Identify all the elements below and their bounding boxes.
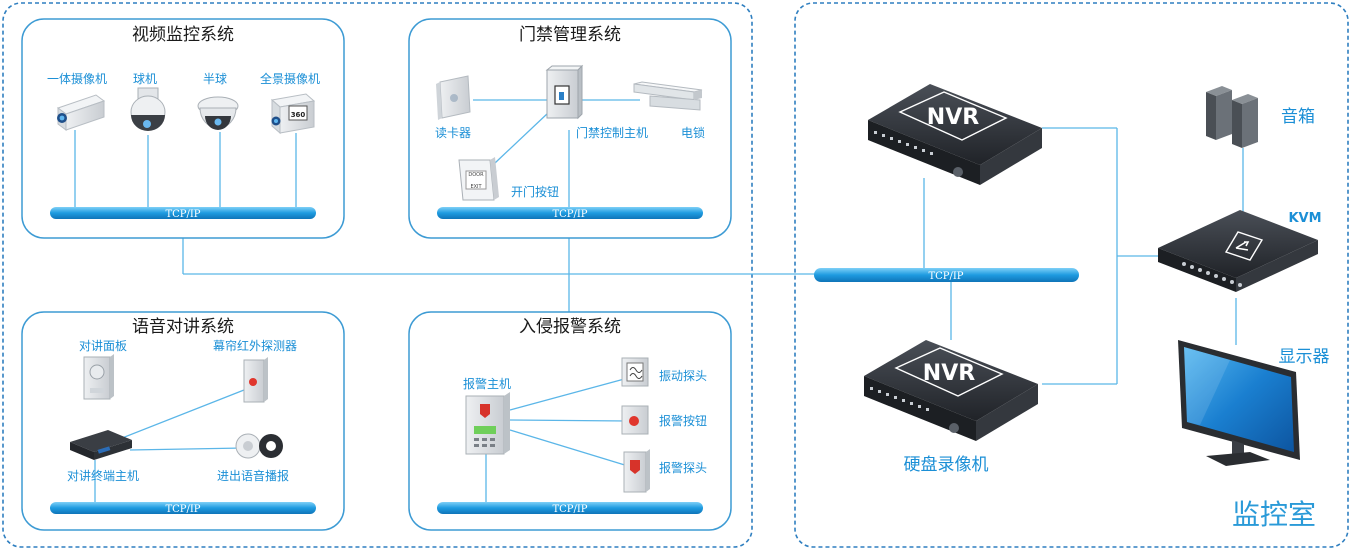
ptz-dome-icon xyxy=(130,87,166,131)
vibration-sensor-label: 振动探头 xyxy=(659,369,707,383)
field-zone-border xyxy=(2,2,753,548)
intrusion-panel-title: 入侵报警系统 xyxy=(519,317,621,337)
control-room-label: 监控室 xyxy=(1232,498,1316,531)
panorama-badge: 360 xyxy=(291,111,306,119)
monitor-label: 显示器 xyxy=(1279,347,1330,367)
vibration-sensor-icon xyxy=(621,357,649,387)
access-panel-title: 门禁管理系统 xyxy=(519,25,621,45)
alarm-button-label: 报警按钮 xyxy=(659,413,707,428)
alarm-host-icon xyxy=(465,392,510,455)
control-room-border xyxy=(794,2,1349,548)
monitor-icon xyxy=(1178,340,1300,466)
kvm-switch-icon xyxy=(1158,210,1318,292)
electric-lock-icon xyxy=(633,81,703,111)
intrusion-alarm-panel: 入侵报警系统 报警主机 振动探头 报 xyxy=(408,311,732,531)
voice-speaker-label: 进出语音播报 xyxy=(217,468,289,483)
alarm-host-label: 报警主机 xyxy=(463,376,511,391)
intercom-panel: 语音对讲系统 对讲面板 幕帘红外探测器 对讲终端主机 xyxy=(21,311,345,531)
main-bus-label: TCP/IP xyxy=(928,271,963,282)
intercom-panel-label: 对讲面板 xyxy=(79,338,127,353)
recorder-caption: 硬盘录像机 xyxy=(904,455,989,475)
dome-ptz-label: 球机 xyxy=(133,72,157,86)
exit-button-exit-text: EXIT xyxy=(470,184,482,190)
exit-button-label: 开门按钮 xyxy=(511,184,559,199)
alarm-probe-icon xyxy=(623,449,650,493)
half-dome-icon xyxy=(197,96,239,130)
access-bus-label: TCP/IP xyxy=(552,209,587,220)
video-surveillance-panel: 视频监控系统 一体摄像机 球机 半球 全景摄像机 xyxy=(21,18,345,239)
bullet-camera-icon xyxy=(56,94,106,131)
alarm-probe-label: 报警探头 xyxy=(659,460,707,475)
card-reader-label: 读卡器 xyxy=(435,126,471,140)
intrusion-tcpip-bus: TCP/IP xyxy=(437,502,703,515)
panorama-camera-label: 全景摄像机 xyxy=(260,71,320,86)
video-bus-label: TCP/IP xyxy=(165,209,200,220)
voice-speaker-icon xyxy=(235,433,283,459)
panorama-camera-icon: 360 xyxy=(270,93,316,135)
backbone-wires xyxy=(182,127,1244,385)
half-dome-label: 半球 xyxy=(203,72,227,86)
speaker-label: 音箱 xyxy=(1281,107,1315,127)
access-controller-label: 门禁控制主机 xyxy=(576,125,648,140)
intercom-tcpip-bus: TCP/IP xyxy=(50,502,316,515)
kvm-label: KVM xyxy=(1288,211,1321,226)
alarm-button-icon xyxy=(621,405,649,435)
access-control-panel: 门禁管理系统 读卡器 门禁控制主机 电锁 xyxy=(408,18,732,239)
exit-button-door-text: DOOR xyxy=(468,172,484,178)
exit-button-icon: DOOR EXIT xyxy=(458,157,499,201)
infrared-detector-icon xyxy=(243,357,268,403)
bullet-camera-label: 一体摄像机 xyxy=(47,71,107,86)
nvr-bottom-icon: NVR xyxy=(864,340,1038,441)
intercom-panel-icon xyxy=(83,354,114,400)
nvr-top-icon: NVR xyxy=(868,84,1042,185)
main-tcpip-bus: TCP/IP xyxy=(814,268,1079,282)
card-reader-icon xyxy=(436,75,471,120)
video-device-labels: 一体摄像机 球机 半球 全景摄像机 xyxy=(47,71,320,86)
video-tcpip-bus: TCP/IP xyxy=(50,207,316,220)
infrared-detector-label: 幕帘红外探测器 xyxy=(213,338,297,353)
control-room: TCP/IP NVR NVR xyxy=(814,84,1330,531)
speaker-icon xyxy=(1206,86,1258,148)
intercom-host-icon xyxy=(70,430,132,460)
nvr-bottom-label: NVR xyxy=(923,361,975,386)
intrusion-bus-label: TCP/IP xyxy=(552,504,587,515)
video-panel-title: 视频监控系统 xyxy=(132,25,234,45)
intercom-host-label: 对讲终端主机 xyxy=(67,468,139,483)
intercom-bus-label: TCP/IP xyxy=(165,504,200,515)
nvr-top-label: NVR xyxy=(927,105,979,130)
intercom-panel-title: 语音对讲系统 xyxy=(132,317,234,337)
access-controller-icon xyxy=(545,64,584,120)
access-tcpip-bus: TCP/IP xyxy=(437,207,703,220)
electric-lock-label: 电锁 xyxy=(681,125,705,140)
